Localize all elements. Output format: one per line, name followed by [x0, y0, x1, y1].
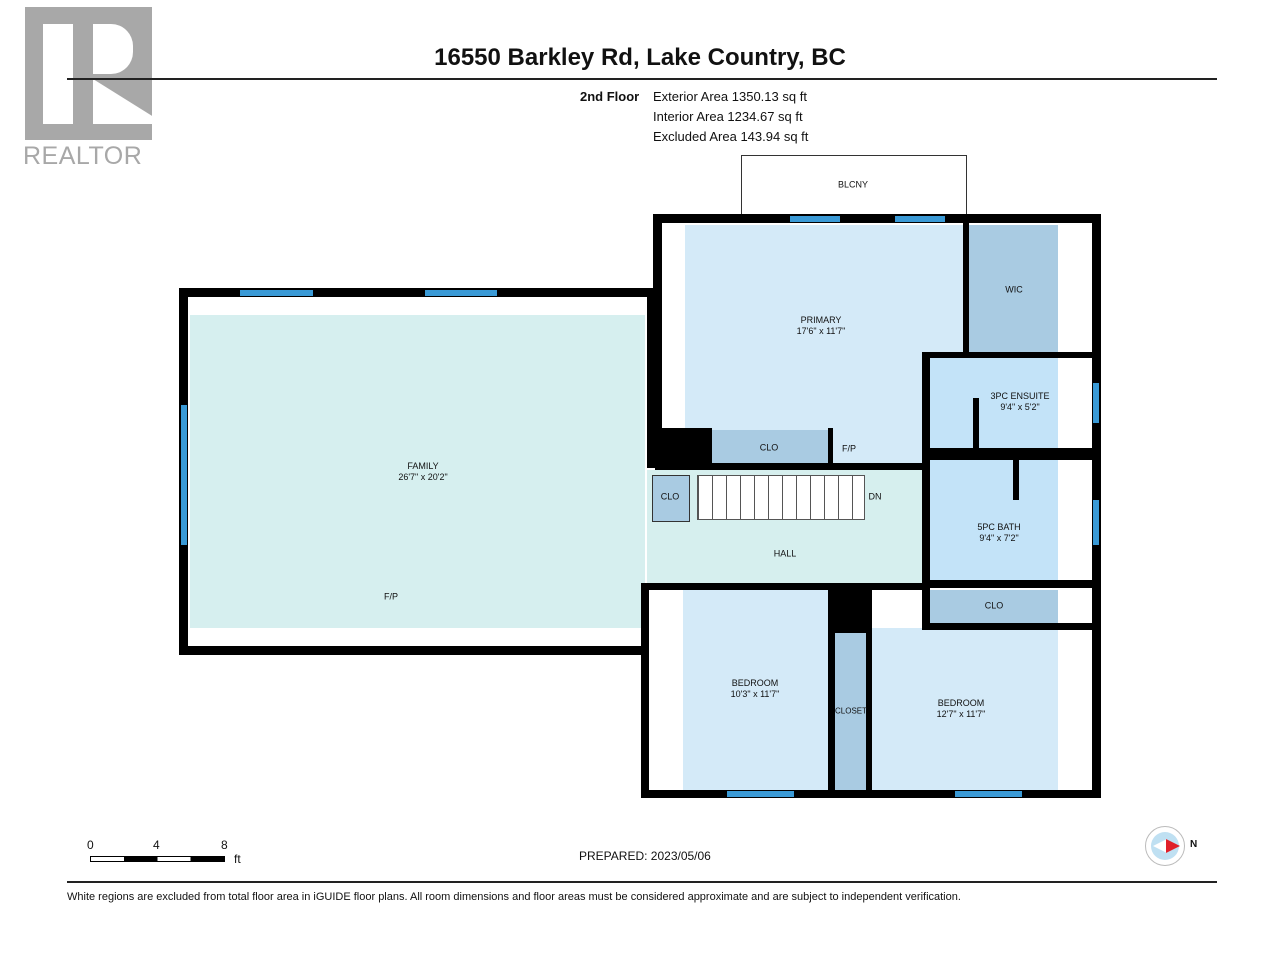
bath-closet	[930, 590, 1058, 625]
hall-closet-label: CLO	[660, 491, 680, 502]
header-rule	[67, 78, 1217, 80]
balcony-label: BLCNY	[837, 179, 869, 190]
bath	[930, 460, 1058, 583]
realtor-logo	[25, 7, 165, 140]
balcony	[741, 155, 967, 216]
prepared-date: PREPARED: 2023/05/06	[579, 849, 711, 863]
ensuite	[930, 358, 1058, 448]
compass-north-label: N	[1190, 839, 1198, 850]
realtor-logo-text: REALTOR	[23, 142, 143, 170]
hall-label: HALL	[773, 548, 797, 559]
wic	[968, 225, 1058, 352]
bedroom-2	[872, 628, 1058, 790]
family-fireplace: F/P	[383, 591, 399, 602]
disclaimer: White regions are excluded from total fl…	[67, 891, 961, 903]
primary-room	[685, 225, 965, 430]
page-title: 16550 Barkley Rd, Lake Country, BC	[434, 44, 846, 71]
stairs	[697, 475, 865, 520]
wic-label: WIC	[1005, 284, 1023, 295]
compass-icon	[1145, 826, 1185, 866]
footer-rule	[67, 881, 1217, 883]
bedroom-1	[683, 590, 828, 790]
primary-closet-label: CLO	[759, 442, 779, 453]
excluded-area: Excluded Area 143.94 sq ft	[653, 129, 809, 144]
interior-area: Interior Area 1234.67 sq ft	[653, 109, 803, 124]
family-room	[190, 315, 645, 628]
bath-closet-label: CLO	[984, 600, 1004, 611]
primary-fireplace: F/P	[841, 443, 857, 454]
primary-closet	[712, 430, 828, 463]
closet-label: CLOSET	[834, 706, 868, 716]
exterior-area: Exterior Area 1350.13 sq ft	[653, 89, 807, 104]
stairs-label: DN	[868, 491, 882, 502]
hall-closet	[652, 475, 690, 522]
floor-label: 2nd Floor	[580, 89, 640, 104]
closet	[835, 632, 866, 790]
